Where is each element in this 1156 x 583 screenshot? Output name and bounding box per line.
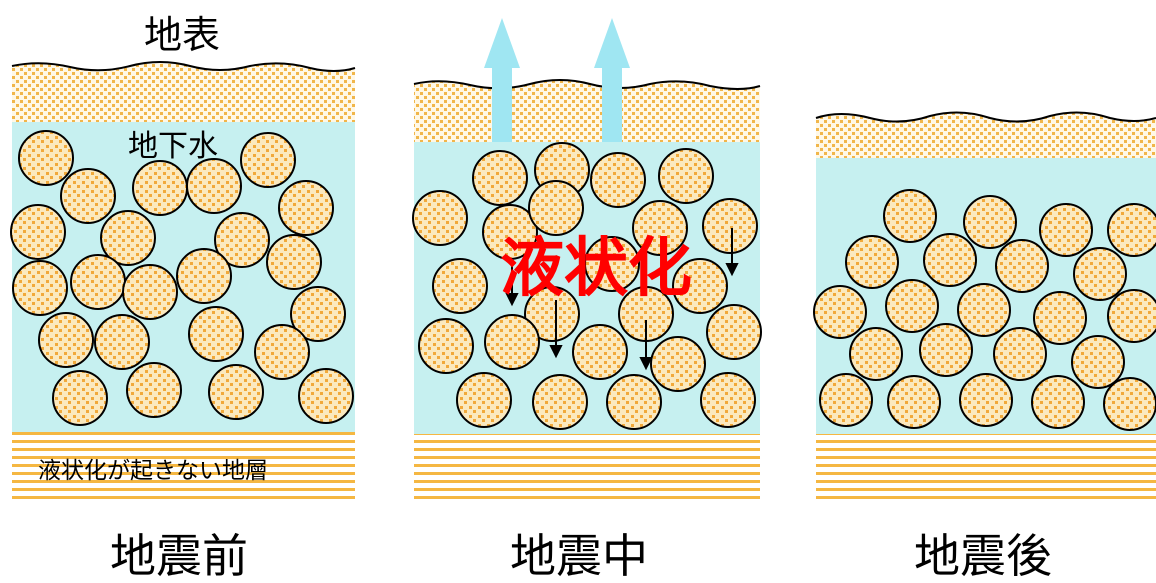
down-arrow-icon [549,300,563,359]
sand-particle [887,375,941,429]
upward-arrow-icon [484,18,520,142]
sand-particle [700,372,756,428]
sand-particle [813,285,867,339]
sand-particle [298,368,354,424]
sand-particle [52,370,108,426]
sand-particle [484,314,540,370]
sand-particle [188,306,244,362]
upward-arrow-icon [594,18,630,142]
sand-particle [100,210,156,266]
panel-after: 地震後 [813,111,1156,583]
sand-particle [1107,289,1156,343]
sand-particle [432,258,488,314]
sand-particle [18,130,74,186]
sand-particle [706,304,762,360]
sand-particle [923,233,977,287]
sand-particle [702,198,758,254]
sand-particle [528,180,584,236]
sand-particle [10,204,66,260]
nonliquefiable-layer [816,434,1156,500]
sand-particle [524,286,580,342]
panel-before: 地表 地下水 [10,13,356,583]
liquefaction-label: 液状化 [500,232,692,306]
sand-particle [650,336,706,392]
sand-particle [957,283,1011,337]
sand-particle [94,314,150,370]
sand-particle [70,254,126,310]
down-arrow-icon [725,228,739,277]
sand-particle [412,190,468,246]
sand-particle [278,180,334,236]
sand-particle [1039,203,1093,257]
sand-particle [819,373,873,427]
sand-particle [472,150,528,206]
sand-particle [849,327,903,381]
sand-particle [963,195,1017,249]
sand-particle [672,258,728,314]
caption-during: 地震中 [510,529,648,583]
sand-particle [883,189,937,243]
sand-particle [590,152,646,208]
sand-particle [532,374,588,430]
sand-particle [186,158,242,214]
sand-particle [122,264,178,320]
sand-particle [1071,335,1125,389]
groundwater-label: 地下水 [128,129,218,164]
sand-particle [584,236,640,292]
sand-particles-after [813,189,1156,431]
surface-sand-layer [413,79,761,142]
sand-particle [132,160,188,216]
sand-particle [266,234,322,290]
sand-particle [845,235,899,289]
sand-particle [482,204,538,260]
sand-particle [632,200,688,256]
sand-particle [38,312,94,368]
nonliquefiable-layer [12,432,355,500]
sand-particle [919,323,973,377]
caption-after: 地震後 [914,529,1052,583]
sand-particle [658,148,714,204]
sinking-particle-arrows [505,228,739,371]
sand-particle [993,327,1047,381]
sand-particles-before [10,130,354,426]
sand-particle [240,132,296,188]
sand-particle [1107,203,1156,257]
sand-particle [208,364,264,420]
sand-particle [456,372,512,428]
panel-during: 液状化 地震中 [412,18,762,583]
caption-before: 地震前 [110,529,248,583]
sand-particle [606,374,662,430]
sand-particle [12,260,68,316]
sand-particle [885,279,939,333]
sand-particle [1073,247,1127,301]
surface-label: 地表 [144,13,220,57]
down-arrow-icon [639,320,653,371]
surface-sand-layer [11,61,356,122]
sand-particle [214,212,270,268]
upward-water-arrows [484,18,630,142]
nonliquefiable-layer [414,434,760,500]
sand-particle [290,286,346,342]
nonliquefiable-layer-label: 液状化が起きない地層 [38,458,268,484]
sand-particle [572,324,628,380]
sand-particle [1033,291,1087,345]
sand-particle [1031,375,1085,429]
sand-particle [126,362,182,418]
down-arrow-icon [505,262,519,307]
sand-particle [176,248,232,304]
sand-particle [418,318,474,374]
sand-particle [1103,377,1156,431]
sand-particle [959,373,1013,427]
sand-particle [995,239,1049,293]
sand-particle [60,168,116,224]
sand-particle [254,324,310,380]
surface-sand-layer [815,111,1156,158]
